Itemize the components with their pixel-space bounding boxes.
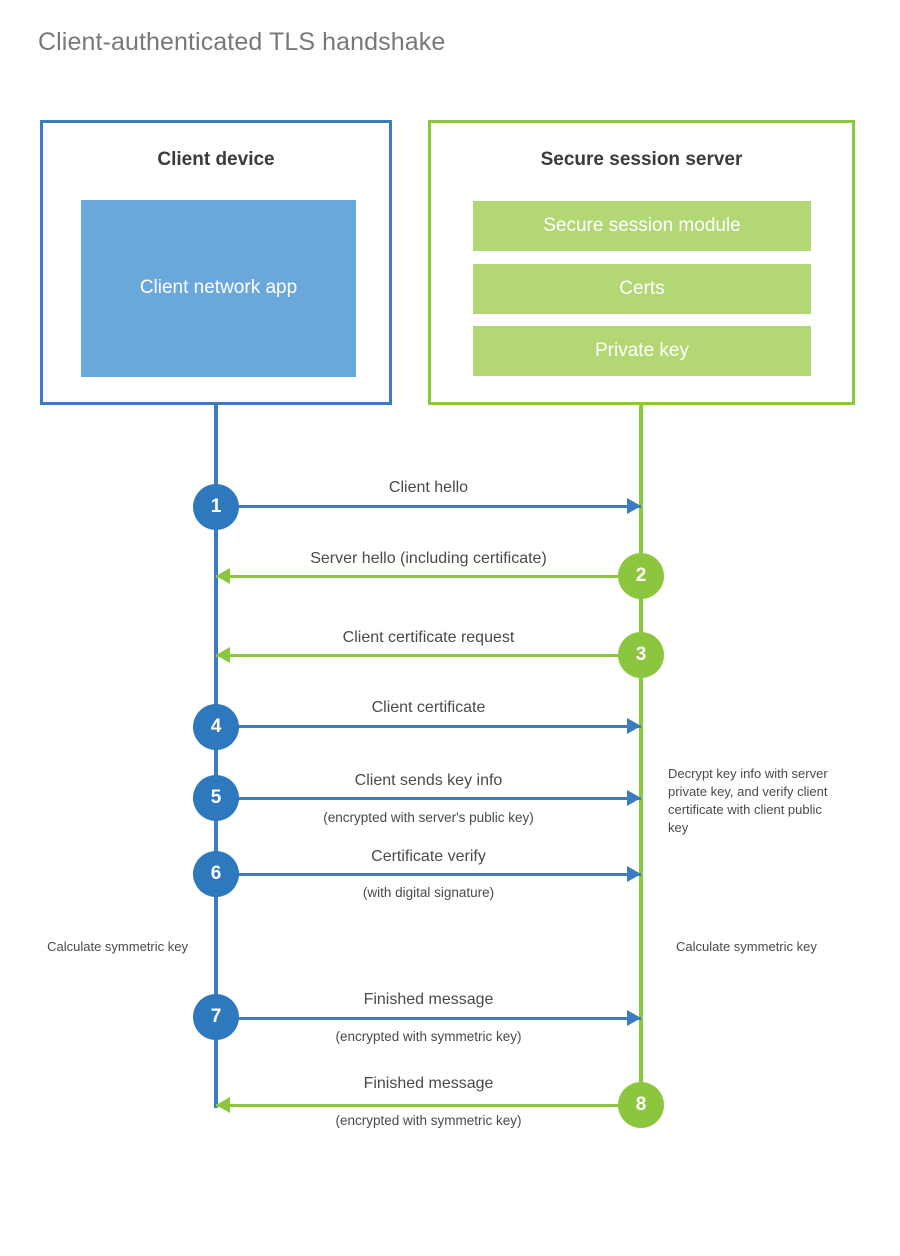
arrow-left-icon xyxy=(216,647,230,663)
message-line-2 xyxy=(216,575,641,578)
message-sublabel-6: (with digital signature) xyxy=(362,885,495,900)
message-label-2: Server hello (including certificate) xyxy=(310,550,547,567)
client-lifeline xyxy=(214,405,218,1108)
message-line-8 xyxy=(216,1104,641,1107)
client-device-box: Client device Client network app xyxy=(40,120,392,405)
arrow-right-icon xyxy=(627,866,641,882)
arrow-right-icon xyxy=(627,790,641,806)
arrow-right-icon xyxy=(627,498,641,514)
server-lifeline xyxy=(639,405,643,1105)
message-line-5 xyxy=(216,797,641,800)
secure-session-server-box: Secure session server Secure session mod… xyxy=(428,120,855,405)
arrow-right-icon xyxy=(627,718,641,734)
step-circle-7[interactable]: 7 xyxy=(193,994,239,1040)
message-label-8: Finished message xyxy=(363,1075,494,1092)
message-label-5: Client sends key info xyxy=(354,772,503,789)
message-line-1 xyxy=(216,505,641,508)
message-label-3: Client certificate request xyxy=(342,629,515,646)
message-label-1: Client hello xyxy=(388,479,469,496)
secure-session-module-block: Secure session module xyxy=(473,201,811,251)
step-circle-8[interactable]: 8 xyxy=(618,1082,664,1128)
message-label-4: Client certificate xyxy=(371,699,486,716)
arrow-left-icon xyxy=(216,1097,230,1113)
client-network-app-block: Client network app xyxy=(81,200,356,377)
message-line-7 xyxy=(216,1017,641,1020)
client-device-title: Client device xyxy=(157,149,275,170)
message-line-6 xyxy=(216,873,641,876)
server-calculate-symmetric-key-note: Calculate symmetric key xyxy=(676,939,817,954)
certs-block: Certs xyxy=(473,264,811,314)
message-sublabel-7: (encrypted with symmetric key) xyxy=(335,1029,522,1044)
step-circle-3[interactable]: 3 xyxy=(618,632,664,678)
server-decrypt-note: Decrypt key info with server private key… xyxy=(668,766,828,835)
step-circle-5[interactable]: 5 xyxy=(193,775,239,821)
message-label-7: Finished message xyxy=(363,991,494,1008)
arrow-right-icon xyxy=(627,1010,641,1026)
message-line-4 xyxy=(216,725,641,728)
message-label-6: Certificate verify xyxy=(371,848,486,865)
message-line-3 xyxy=(216,654,641,657)
step-circle-6[interactable]: 6 xyxy=(193,851,239,897)
private-key-block: Private key xyxy=(473,326,811,376)
step-circle-4[interactable]: 4 xyxy=(193,704,239,750)
client-calculate-symmetric-key-note: Calculate symmetric key xyxy=(47,939,188,954)
step-circle-1[interactable]: 1 xyxy=(193,484,239,530)
message-sublabel-5: (encrypted with server's public key) xyxy=(323,810,534,825)
secure-session-server-title: Secure session server xyxy=(540,149,743,170)
message-sublabel-8: (encrypted with symmetric key) xyxy=(335,1113,522,1128)
arrow-left-icon xyxy=(216,568,230,584)
page-title: Client-authenticated TLS handshake xyxy=(38,28,446,56)
step-circle-2[interactable]: 2 xyxy=(618,553,664,599)
